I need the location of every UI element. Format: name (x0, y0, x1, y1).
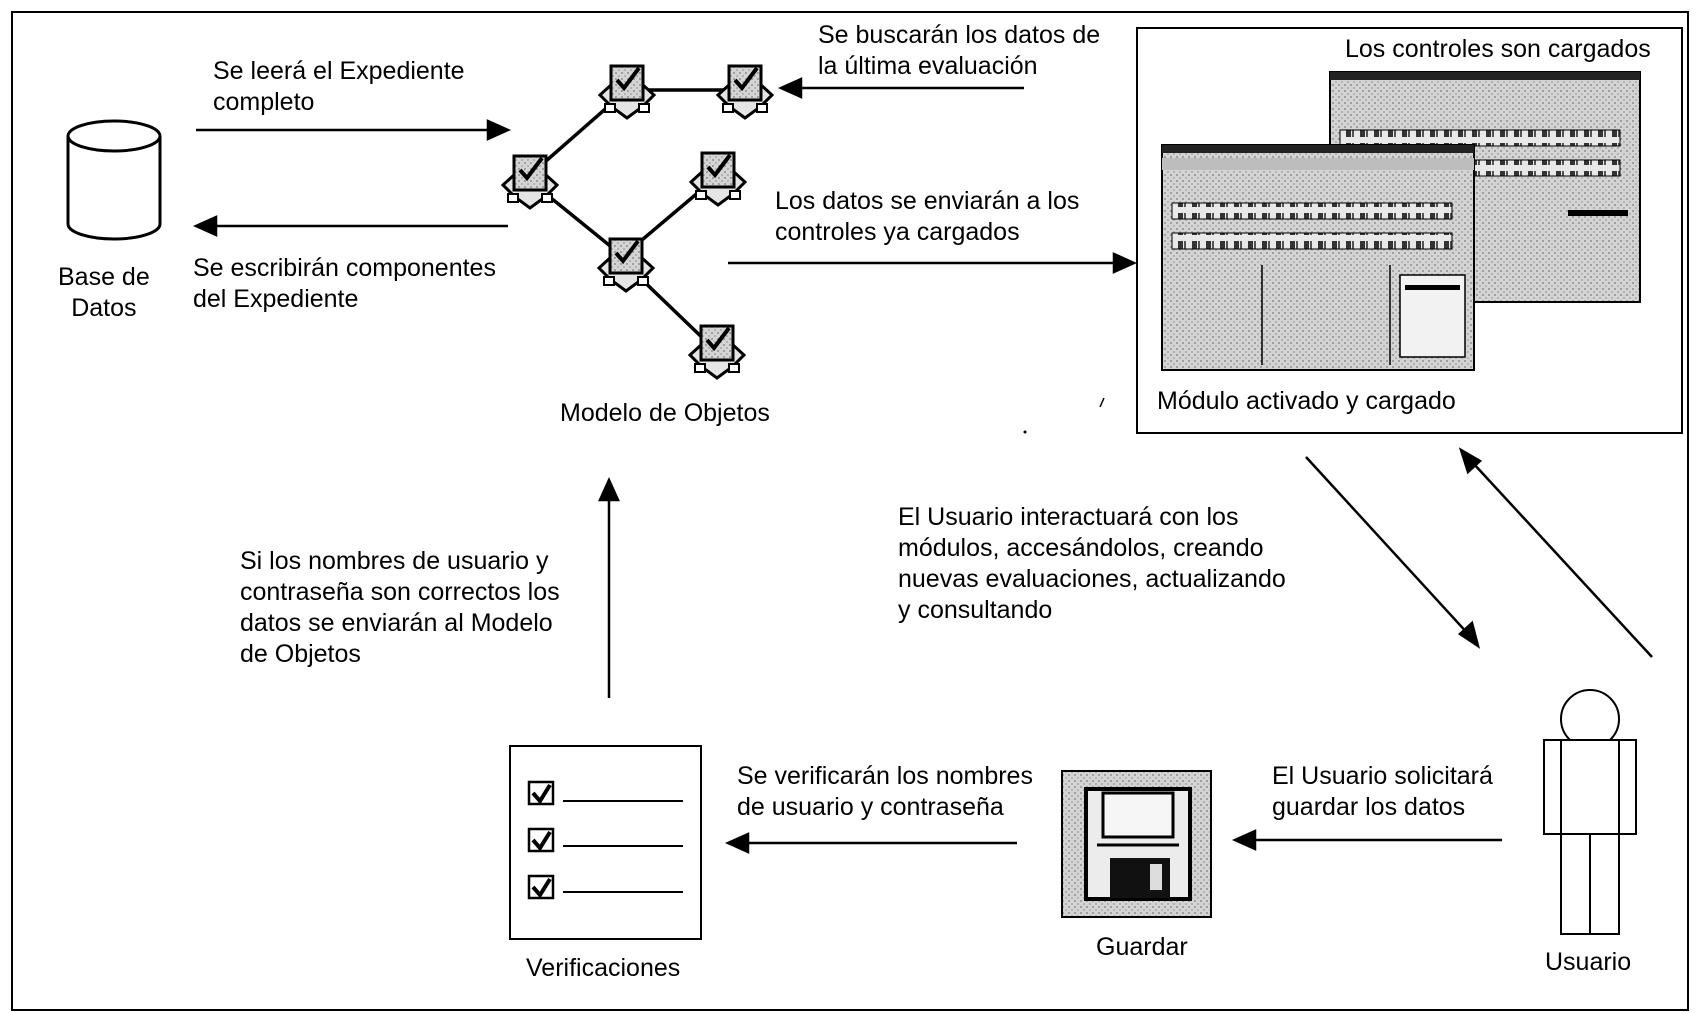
speck (1023, 430, 1027, 434)
arrow-to-verifications (724, 832, 750, 854)
write-components-label: Se escribirán componentes del Expediente (193, 254, 496, 313)
send-to-controls-label: Los datos se enviarán a los controles ya… (775, 187, 1080, 246)
checklist-icon (509, 745, 702, 940)
floppy-disk-icon (1061, 770, 1212, 918)
save-label: Guardar (1096, 933, 1188, 961)
user-figure-icon (1543, 689, 1637, 935)
user-interacts-label: El Usuario interactuará con los módulos,… (898, 503, 1286, 624)
verifications-label: Verificaciones (526, 954, 681, 982)
outer-frame (11, 11, 1689, 1011)
arrow-to-save (1231, 829, 1257, 851)
module-active-label: Módulo activado y cargado (1157, 387, 1456, 415)
object-model-tree (528, 88, 745, 349)
speck (1099, 397, 1105, 408)
if-valid-label: Si los nombres de usuario y contraseña s… (240, 547, 560, 668)
arrow-to-top-node (777, 77, 803, 99)
object-node-icon (687, 324, 747, 380)
arrow-to-database (192, 215, 218, 237)
object-node-icon (596, 237, 656, 293)
arrow-to-module (1458, 447, 1483, 475)
arrow-to-model (486, 119, 512, 141)
object-model-label: Modelo de Objetos (560, 399, 770, 427)
database-label: Base de Datos (58, 263, 150, 322)
user-requests-save-label: El Usuario solicitará guardar los datos (1272, 762, 1493, 821)
controls-loaded-label: Los controles son cargados (1345, 35, 1651, 63)
object-node-icon (688, 151, 748, 207)
arrow-to-user (1457, 620, 1481, 649)
arrows (192, 77, 1653, 854)
verify-names-label: Se verificarán los nombres de usuario y … (737, 762, 1033, 821)
database-icon (66, 119, 162, 241)
user-label: Usuario (1545, 948, 1632, 976)
object-nodes (500, 64, 775, 380)
arrow-up-to-model (598, 476, 620, 502)
arrow-to-controls (1112, 252, 1138, 274)
object-node-icon (597, 64, 657, 120)
app-window-front-icon (1161, 144, 1475, 371)
app-window-back-icon (1329, 71, 1641, 303)
search-last-label: Se buscarán los datos de la última evalu… (818, 21, 1101, 80)
read-full-label: Se leerá el Expediente completo (213, 57, 465, 116)
object-node-icon (500, 154, 560, 210)
object-node-icon (715, 64, 775, 120)
